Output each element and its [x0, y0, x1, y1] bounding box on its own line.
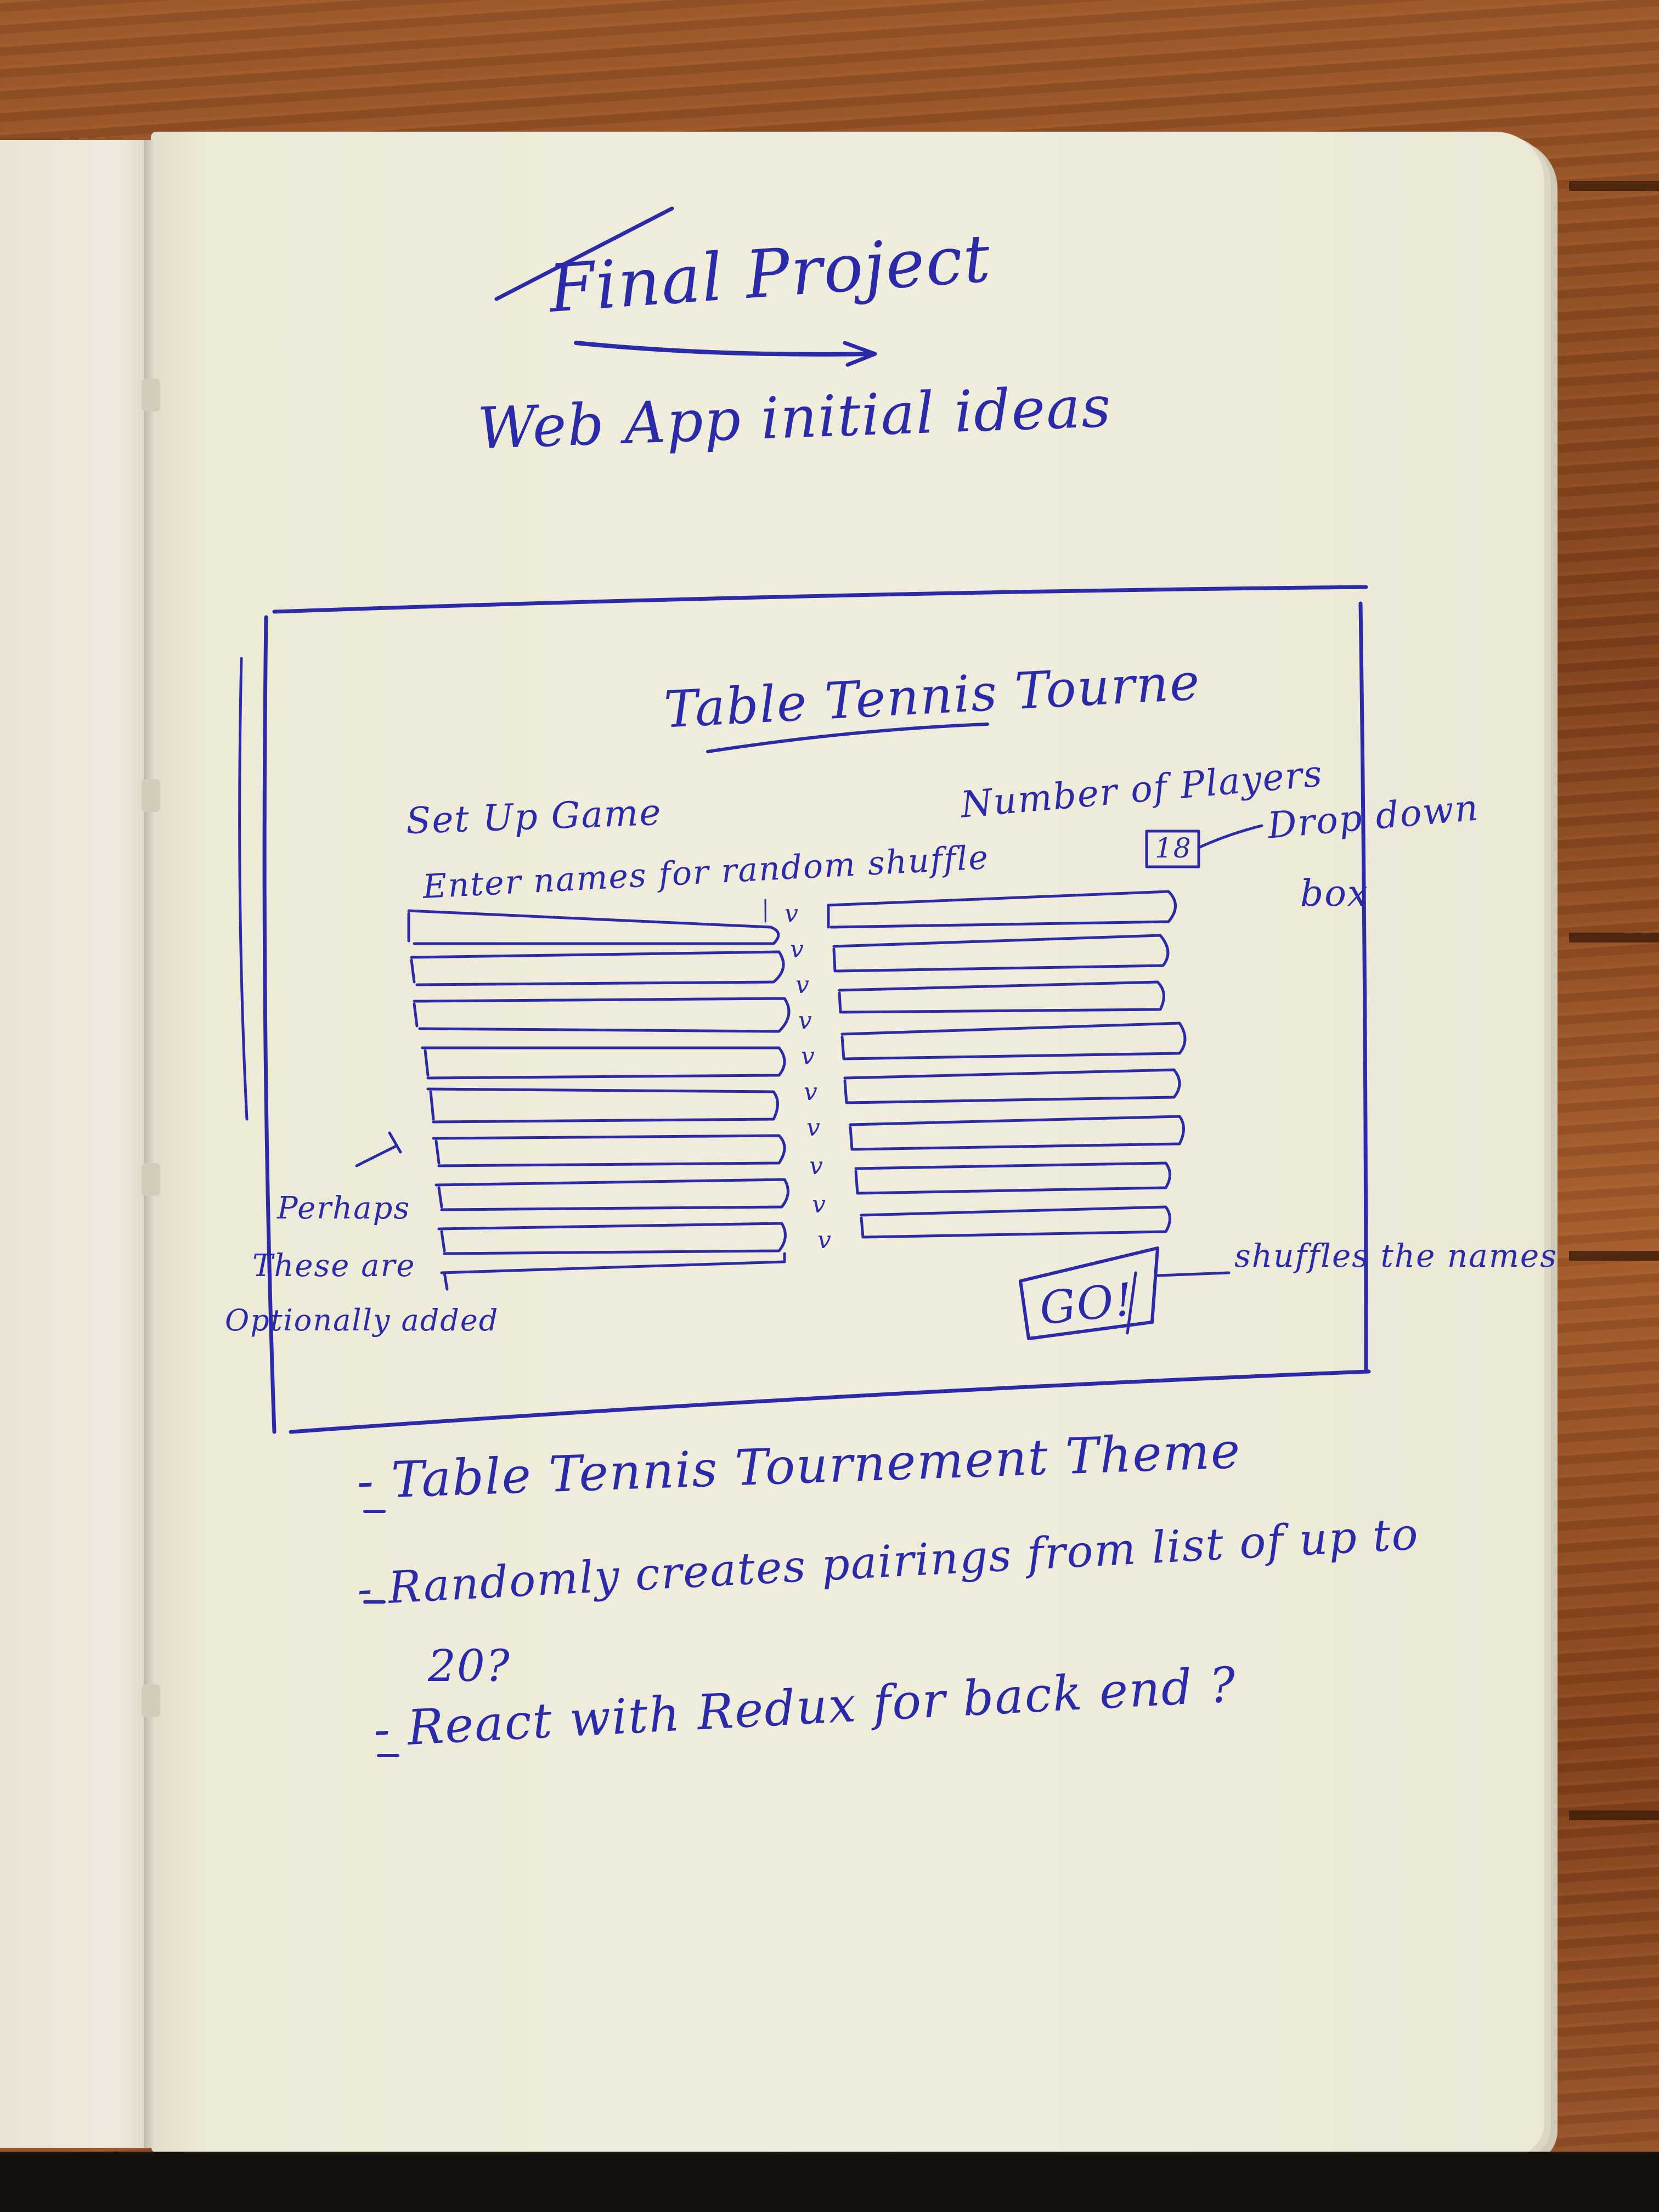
optional-note: Perhaps — [277, 1190, 411, 1226]
checkmark[interactable]: v — [785, 900, 799, 928]
checkmark[interactable]: v — [809, 1152, 824, 1180]
checkmark[interactable]: v — [817, 1226, 832, 1254]
binding-stitch — [142, 379, 160, 411]
table-seam — [1569, 933, 1659, 943]
binding-stitch — [142, 1163, 160, 1196]
note-item: 20? — [428, 1640, 511, 1691]
checkmark[interactable]: v — [806, 1114, 821, 1142]
bottom-shadow — [0, 2152, 1659, 2212]
checkmark[interactable]: v — [812, 1190, 827, 1218]
notebook-right-page — [151, 132, 1544, 2156]
go-button-note: shuffles the names — [1234, 1237, 1558, 1274]
checkmark[interactable]: v — [801, 1042, 816, 1070]
binding-stitch — [142, 779, 160, 812]
binding-stitch — [142, 1684, 160, 1717]
table-seam — [1569, 1810, 1659, 1820]
setup-heading: Set Up Game — [405, 791, 663, 843]
notebook-left-page — [0, 140, 165, 2148]
go-button[interactable]: GO! — [1037, 1273, 1137, 1335]
checkmark[interactable]: v — [804, 1078, 819, 1106]
checkmark[interactable]: v — [798, 1007, 813, 1035]
optional-note: Optionally added — [225, 1303, 499, 1338]
dropdown-note-box: box — [1300, 872, 1369, 915]
table-seam — [1569, 181, 1659, 191]
notebook-binding — [144, 140, 156, 2148]
table-seam — [1569, 1251, 1659, 1261]
checkmark[interactable]: v — [790, 935, 805, 963]
checkmark[interactable]: v — [795, 971, 810, 999]
player-count-dropdown[interactable]: 18 — [1155, 832, 1192, 864]
optional-note: These are — [252, 1248, 416, 1284]
